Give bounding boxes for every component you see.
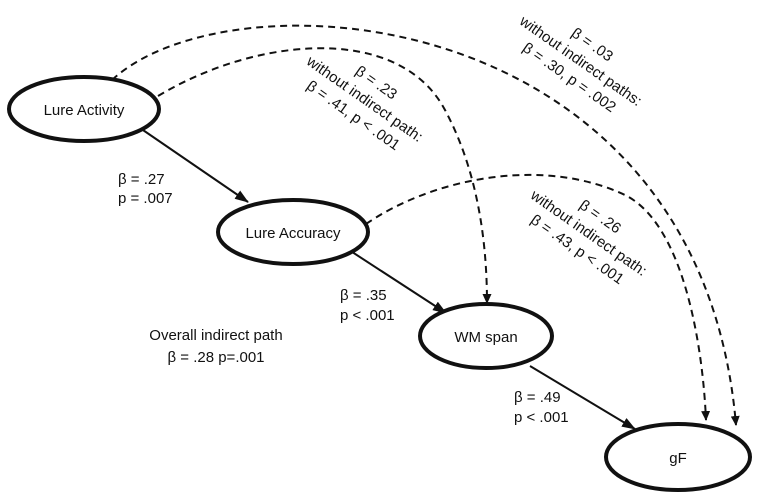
label-line: p = .007	[118, 190, 173, 207]
overall-indirect-stats: β = .28 p=.001	[167, 349, 264, 366]
node-gf: gF	[604, 422, 752, 492]
label-line: β = .35	[340, 287, 387, 304]
path-wm-to-gf	[529, 365, 636, 430]
path-accuracy-to-wm	[345, 247, 447, 314]
label-accuracy-to-gf: β = .26 without indirect path: β = .43, …	[527, 186, 650, 288]
node-label-lure-activity: Lure Activity	[44, 102, 125, 119]
dashed-path-activity-to-wm	[157, 47, 492, 304]
node-label-lure-accuracy: Lure Accuracy	[245, 225, 341, 242]
label-line: p < .001	[514, 409, 569, 426]
overall-indirect-title: Overall indirect path	[149, 327, 282, 344]
label-activity-to-accuracy: β = .27 p = .007	[118, 171, 173, 207]
label-line: β = .27	[118, 171, 165, 188]
node-lure-accuracy: Lure Accuracy	[216, 198, 370, 266]
label-line: β = .49	[514, 389, 561, 406]
node-label-gf: gF	[669, 450, 687, 467]
label-wm-to-gf: β = .49 p < .001	[514, 389, 569, 426]
label-line: p < .001	[340, 307, 395, 324]
path-activity-to-accuracy	[139, 127, 249, 203]
node-lure-activity: Lure Activity	[7, 75, 161, 143]
node-label-wm-span: WM span	[454, 329, 517, 346]
label-activity-to-wm: β = .23 without indirect path: β = .41, …	[303, 52, 426, 154]
dashed-path-activity-to-gf	[111, 24, 740, 426]
label-overall-indirect: Overall indirect path β = .28 p=.001	[149, 327, 282, 366]
node-wm-span: WM span	[418, 302, 554, 370]
label-accuracy-to-wm: β = .35 p < .001	[340, 287, 395, 324]
label-activity-to-gf: β = .03 without indirect paths: β = .30,…	[515, 12, 644, 116]
